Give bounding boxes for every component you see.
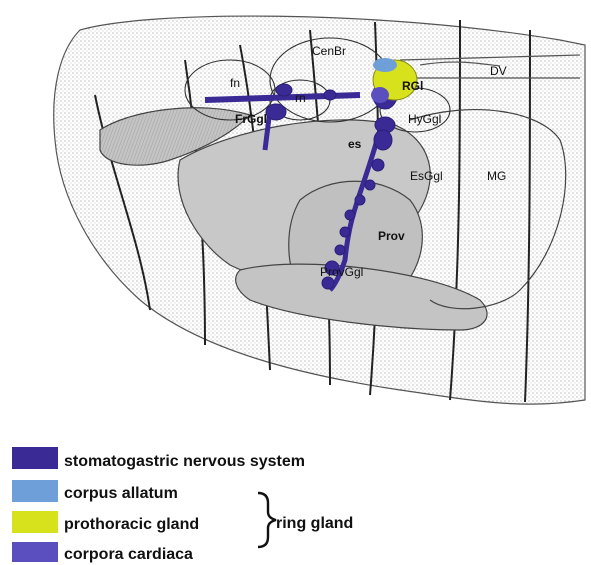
label-rgl: RGl	[402, 79, 423, 93]
legend-label-corpus-allatum: corpus allatum	[64, 485, 178, 502]
label-provggl: ProvGgl	[320, 265, 363, 279]
label-frggl: FrGgl	[235, 112, 267, 126]
corpora-cardiaca	[371, 87, 389, 103]
label-cenbr: CenBr	[312, 44, 346, 58]
legend-swatch-prothoracic	[12, 511, 58, 533]
legend: stomatogastric nervous system corpus all…	[12, 447, 353, 563]
label-hyggl: HyGgl	[408, 112, 441, 126]
legend-label-stns: stomatogastric nervous system	[64, 453, 305, 470]
legend-group-label: ring gland	[276, 515, 353, 532]
label-rn: rn	[295, 91, 306, 105]
legend-swatch-stns	[12, 447, 58, 469]
legend-label-prothoracic: prothoracic gland	[64, 516, 199, 533]
label-mg: MG	[487, 169, 506, 183]
label-prov: Prov	[378, 229, 405, 243]
label-dv: DV	[490, 64, 507, 78]
label-fn: fn	[230, 76, 240, 90]
ring-gland-brace	[258, 493, 276, 547]
legend-swatch-corpora-cardiaca	[12, 542, 58, 562]
legend-label-corpora-cardiaca: corpora cardiaca	[64, 546, 193, 563]
legend-swatch-corpus-allatum	[12, 480, 58, 502]
label-esggl: EsGgl	[410, 169, 443, 183]
corpus-allatum	[373, 58, 397, 72]
label-es: es	[348, 137, 362, 151]
